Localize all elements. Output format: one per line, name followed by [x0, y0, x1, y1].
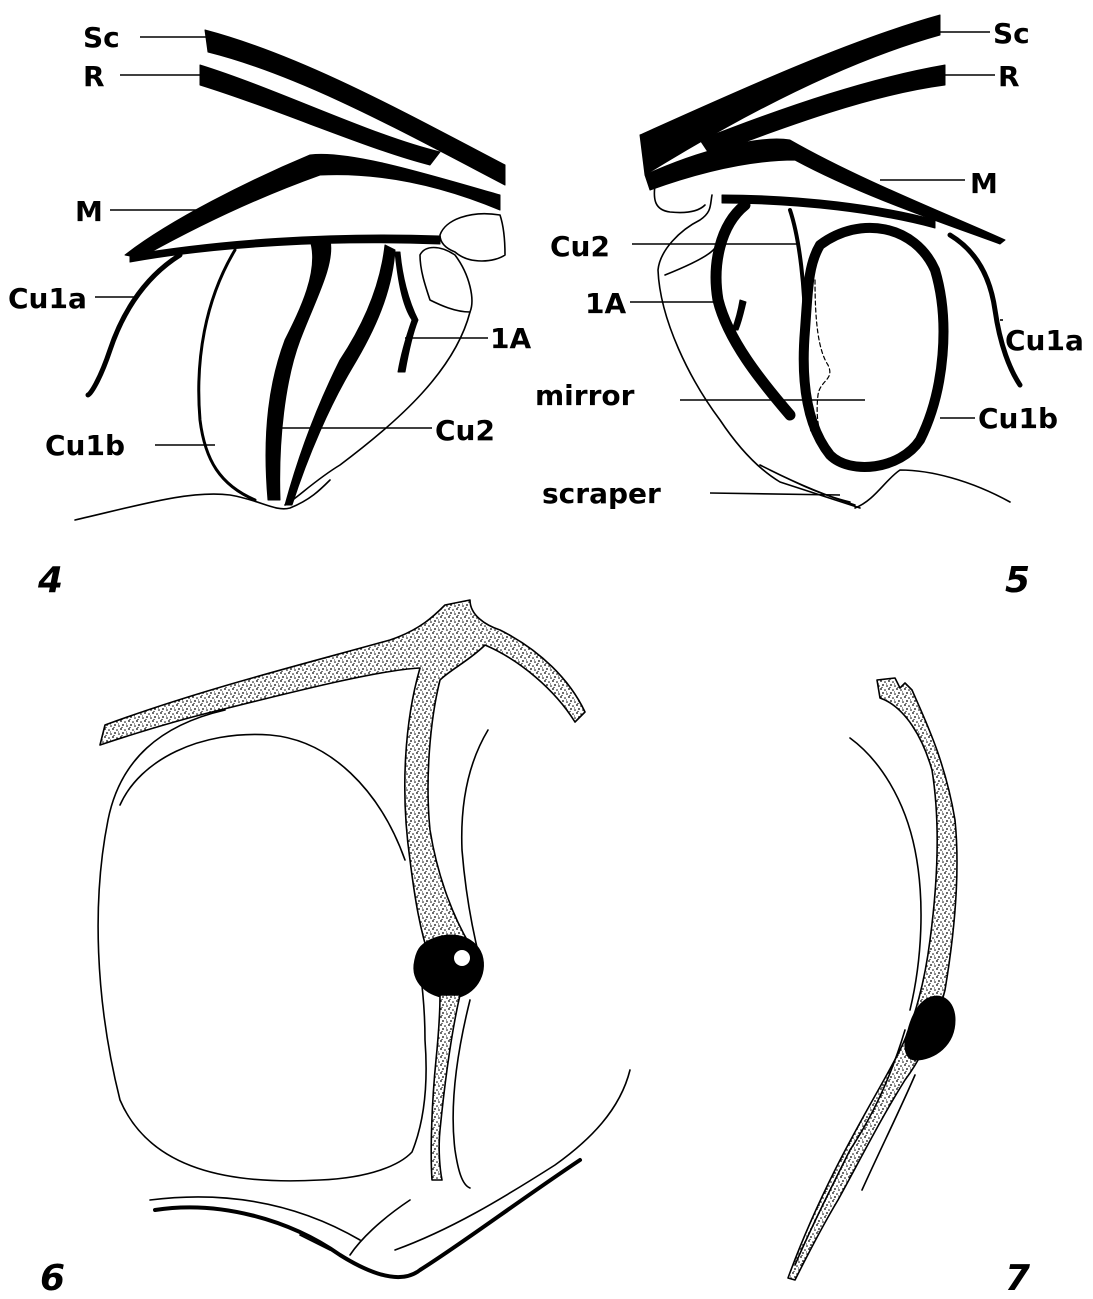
figure-5: Sc R M Cu2 1A Cu1a mirror Cu1b scraper 5 — [535, 15, 1084, 601]
label-cu1b-4: Cu1b — [45, 429, 125, 462]
label-cu2-5: Cu2 — [550, 230, 610, 263]
label-r-4: R — [83, 60, 105, 93]
figure-6: 6 — [40, 600, 630, 1299]
bottom-margin-6 — [155, 1160, 580, 1277]
black-node-6 — [414, 935, 484, 998]
wing-base-5 — [654, 185, 705, 213]
label-r-5: R — [998, 60, 1020, 93]
lower-curve-inner-6 — [300, 1200, 410, 1255]
cu1b-vein — [199, 250, 255, 500]
bottom-margin-outer-6 — [150, 1197, 360, 1240]
black-node-7 — [905, 996, 955, 1060]
mirror-cell — [804, 228, 944, 467]
label-1a-4: 1A — [490, 322, 531, 355]
label-m-4: M — [75, 195, 103, 228]
wing-hinge — [440, 214, 505, 261]
m-vein-5 — [645, 139, 1005, 244]
membrane-upper-arc-6 — [120, 734, 405, 860]
scraper-margin — [760, 465, 855, 505]
cu1a-vein — [88, 255, 180, 395]
stippled-vein-7 — [788, 678, 957, 1280]
figure-7: 7 — [788, 678, 1030, 1299]
membrane-outline-6 — [98, 710, 426, 1181]
1a-vein — [285, 245, 395, 505]
label-sc-4: Sc — [83, 21, 120, 54]
lower-curve-6 — [395, 1070, 630, 1250]
1a-branch — [395, 252, 418, 372]
label-cu1a-4: Cu1a — [8, 282, 87, 315]
label-mirror: mirror — [535, 379, 635, 412]
label-cu2-4: Cu2 — [435, 414, 495, 447]
figure-number-6: 6 — [40, 1258, 65, 1299]
label-1a-5: 1A — [585, 287, 626, 320]
figure-number-5: 5 — [1005, 560, 1030, 601]
anal-margin-4 — [285, 312, 470, 505]
stippled-vein-6 — [100, 600, 585, 960]
left-outline-7 — [795, 738, 921, 1265]
label-cu1a-5: Cu1a — [1005, 324, 1084, 357]
cu1a-vein-5 — [950, 235, 1020, 385]
1a-spur-5 — [732, 300, 746, 330]
figure-number-4: 4 — [37, 560, 63, 601]
hinge-fold-5 — [665, 248, 715, 275]
label-m-5: M — [970, 167, 998, 200]
body-outline-5 — [855, 470, 1010, 508]
label-scraper: scraper — [542, 477, 661, 510]
label-cu1b-5: Cu1b — [978, 402, 1058, 435]
figure-number-7: 7 — [1005, 1258, 1030, 1299]
1a-vein-5 — [716, 205, 790, 415]
figure-4: Sc R M Cu1a Cu1b 1A Cu2 4 — [8, 21, 531, 601]
label-sc-5: Sc — [993, 17, 1030, 50]
